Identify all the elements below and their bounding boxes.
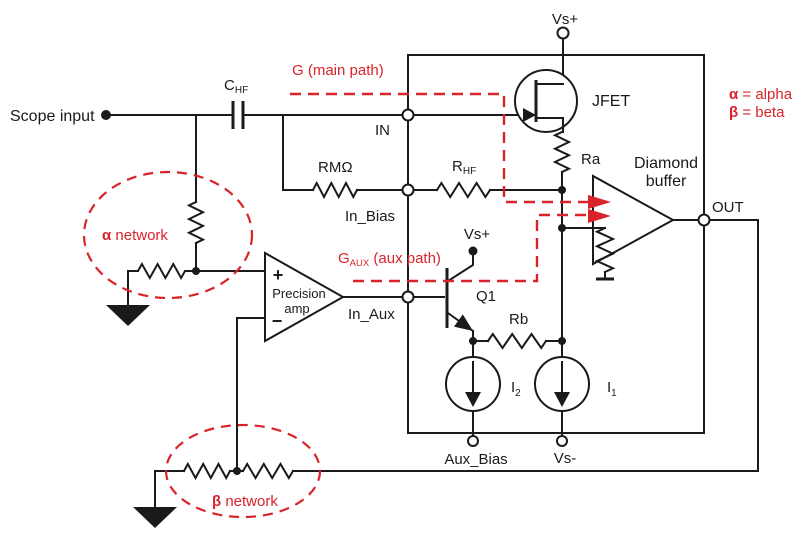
amp-minus-input-symbol: −: [272, 311, 283, 331]
c-hf-label: CHF: [224, 77, 248, 96]
beta-resistor-left: [182, 461, 232, 481]
aux-path-arrow-icon: [588, 209, 611, 223]
alpha-junction-dot: [192, 267, 200, 275]
main-path-arrow-icon: [588, 195, 611, 209]
alpha-resistor-horizontal: [127, 261, 197, 306]
alpha-network-ellipse: [82, 170, 254, 300]
r-hf-resistor: [435, 181, 492, 199]
i1-label: I1: [607, 379, 617, 399]
g-aux-path-dashed: [353, 213, 588, 283]
amp-plus-input-symbol: +: [273, 265, 284, 285]
c-hf-capacitor: [231, 101, 245, 129]
jfet-label: JFET: [592, 93, 630, 110]
alpha-legend: α = alpha: [729, 86, 793, 103]
g-aux-label: GAUX (aux path): [338, 250, 441, 269]
precision-amp-label-line2: amp: [284, 301, 309, 316]
amplifier-block-box: [407, 54, 705, 434]
scope-input-label: Scope input: [10, 108, 95, 125]
beta-junction-dot: [233, 467, 241, 475]
rm-ohm-label: RMΩ: [318, 159, 353, 176]
vs-plus-q1-label: Vs+: [464, 226, 491, 243]
in-bias-label: In_Bias: [345, 208, 395, 225]
g-main-path-dashed: [290, 92, 588, 204]
vs-plus-q1-dot: [468, 246, 478, 256]
beta-network-ellipse: [164, 423, 322, 519]
beta-network-label: β network: [212, 493, 278, 510]
i2-label: I2: [511, 379, 521, 399]
precision-amp-label-line1: Precision: [272, 286, 325, 301]
r-hf-label: RHF: [452, 158, 476, 177]
beta-legend: β = beta: [729, 104, 785, 121]
g-main-label: G (main path): [292, 62, 384, 79]
jfet-gate-arrow: [523, 108, 536, 122]
diamond-buffer-label-line1: Diamond: [634, 155, 698, 172]
vs-minus-label: Vs-: [554, 450, 577, 467]
buffer-internal-resistor: [594, 226, 616, 279]
in-aux-terminal: [401, 290, 415, 304]
q1-emitter-arrow: [454, 314, 473, 331]
alpha-resistor-vertical: [186, 200, 206, 245]
beta-resistor-right: [241, 462, 295, 480]
rail-buffer-node-dot: [558, 224, 566, 232]
vs-plus-top-label: Vs+: [552, 11, 579, 28]
out-terminal: [697, 213, 711, 227]
rb-label: Rb: [509, 311, 528, 328]
in-label: IN: [375, 122, 390, 139]
diamond-buffer-label-line2: buffer: [646, 173, 687, 190]
wire-rm-branch: [282, 114, 314, 191]
vs-plus-top-terminal: [556, 26, 570, 40]
rail-rhf-node-dot: [558, 186, 566, 194]
q1-label: Q1: [476, 288, 496, 305]
ra-resistor: [552, 130, 572, 174]
in-bias-terminal: [401, 183, 415, 197]
i1-arrow-head: [554, 392, 570, 407]
rb-resistor: [486, 332, 548, 350]
out-label: OUT: [712, 199, 744, 216]
alpha-network-label: α network: [102, 227, 168, 244]
i2-arrow-head: [465, 392, 481, 407]
ground-symbol-alpha: [106, 305, 150, 326]
wire-output-feedback: [292, 219, 759, 472]
wire-amp-minus-input: [236, 317, 266, 472]
precision-amp-triangle: [264, 251, 346, 343]
vs-minus-terminal: [556, 435, 568, 447]
rail-rb-node-dot: [558, 337, 566, 345]
jfet-drain-source: [536, 83, 564, 133]
rm-ohm-resistor: [311, 180, 359, 200]
aux-bias-label: Aux_Bias: [444, 451, 507, 468]
jfet-circle: [514, 69, 578, 133]
ground-symbol-beta: [133, 507, 177, 528]
in-terminal: [401, 108, 415, 122]
scope-input-node-dot: [101, 110, 111, 120]
ra-label: Ra: [581, 151, 601, 168]
in-aux-label: In_Aux: [348, 306, 395, 323]
aux-bias-terminal: [467, 435, 479, 447]
